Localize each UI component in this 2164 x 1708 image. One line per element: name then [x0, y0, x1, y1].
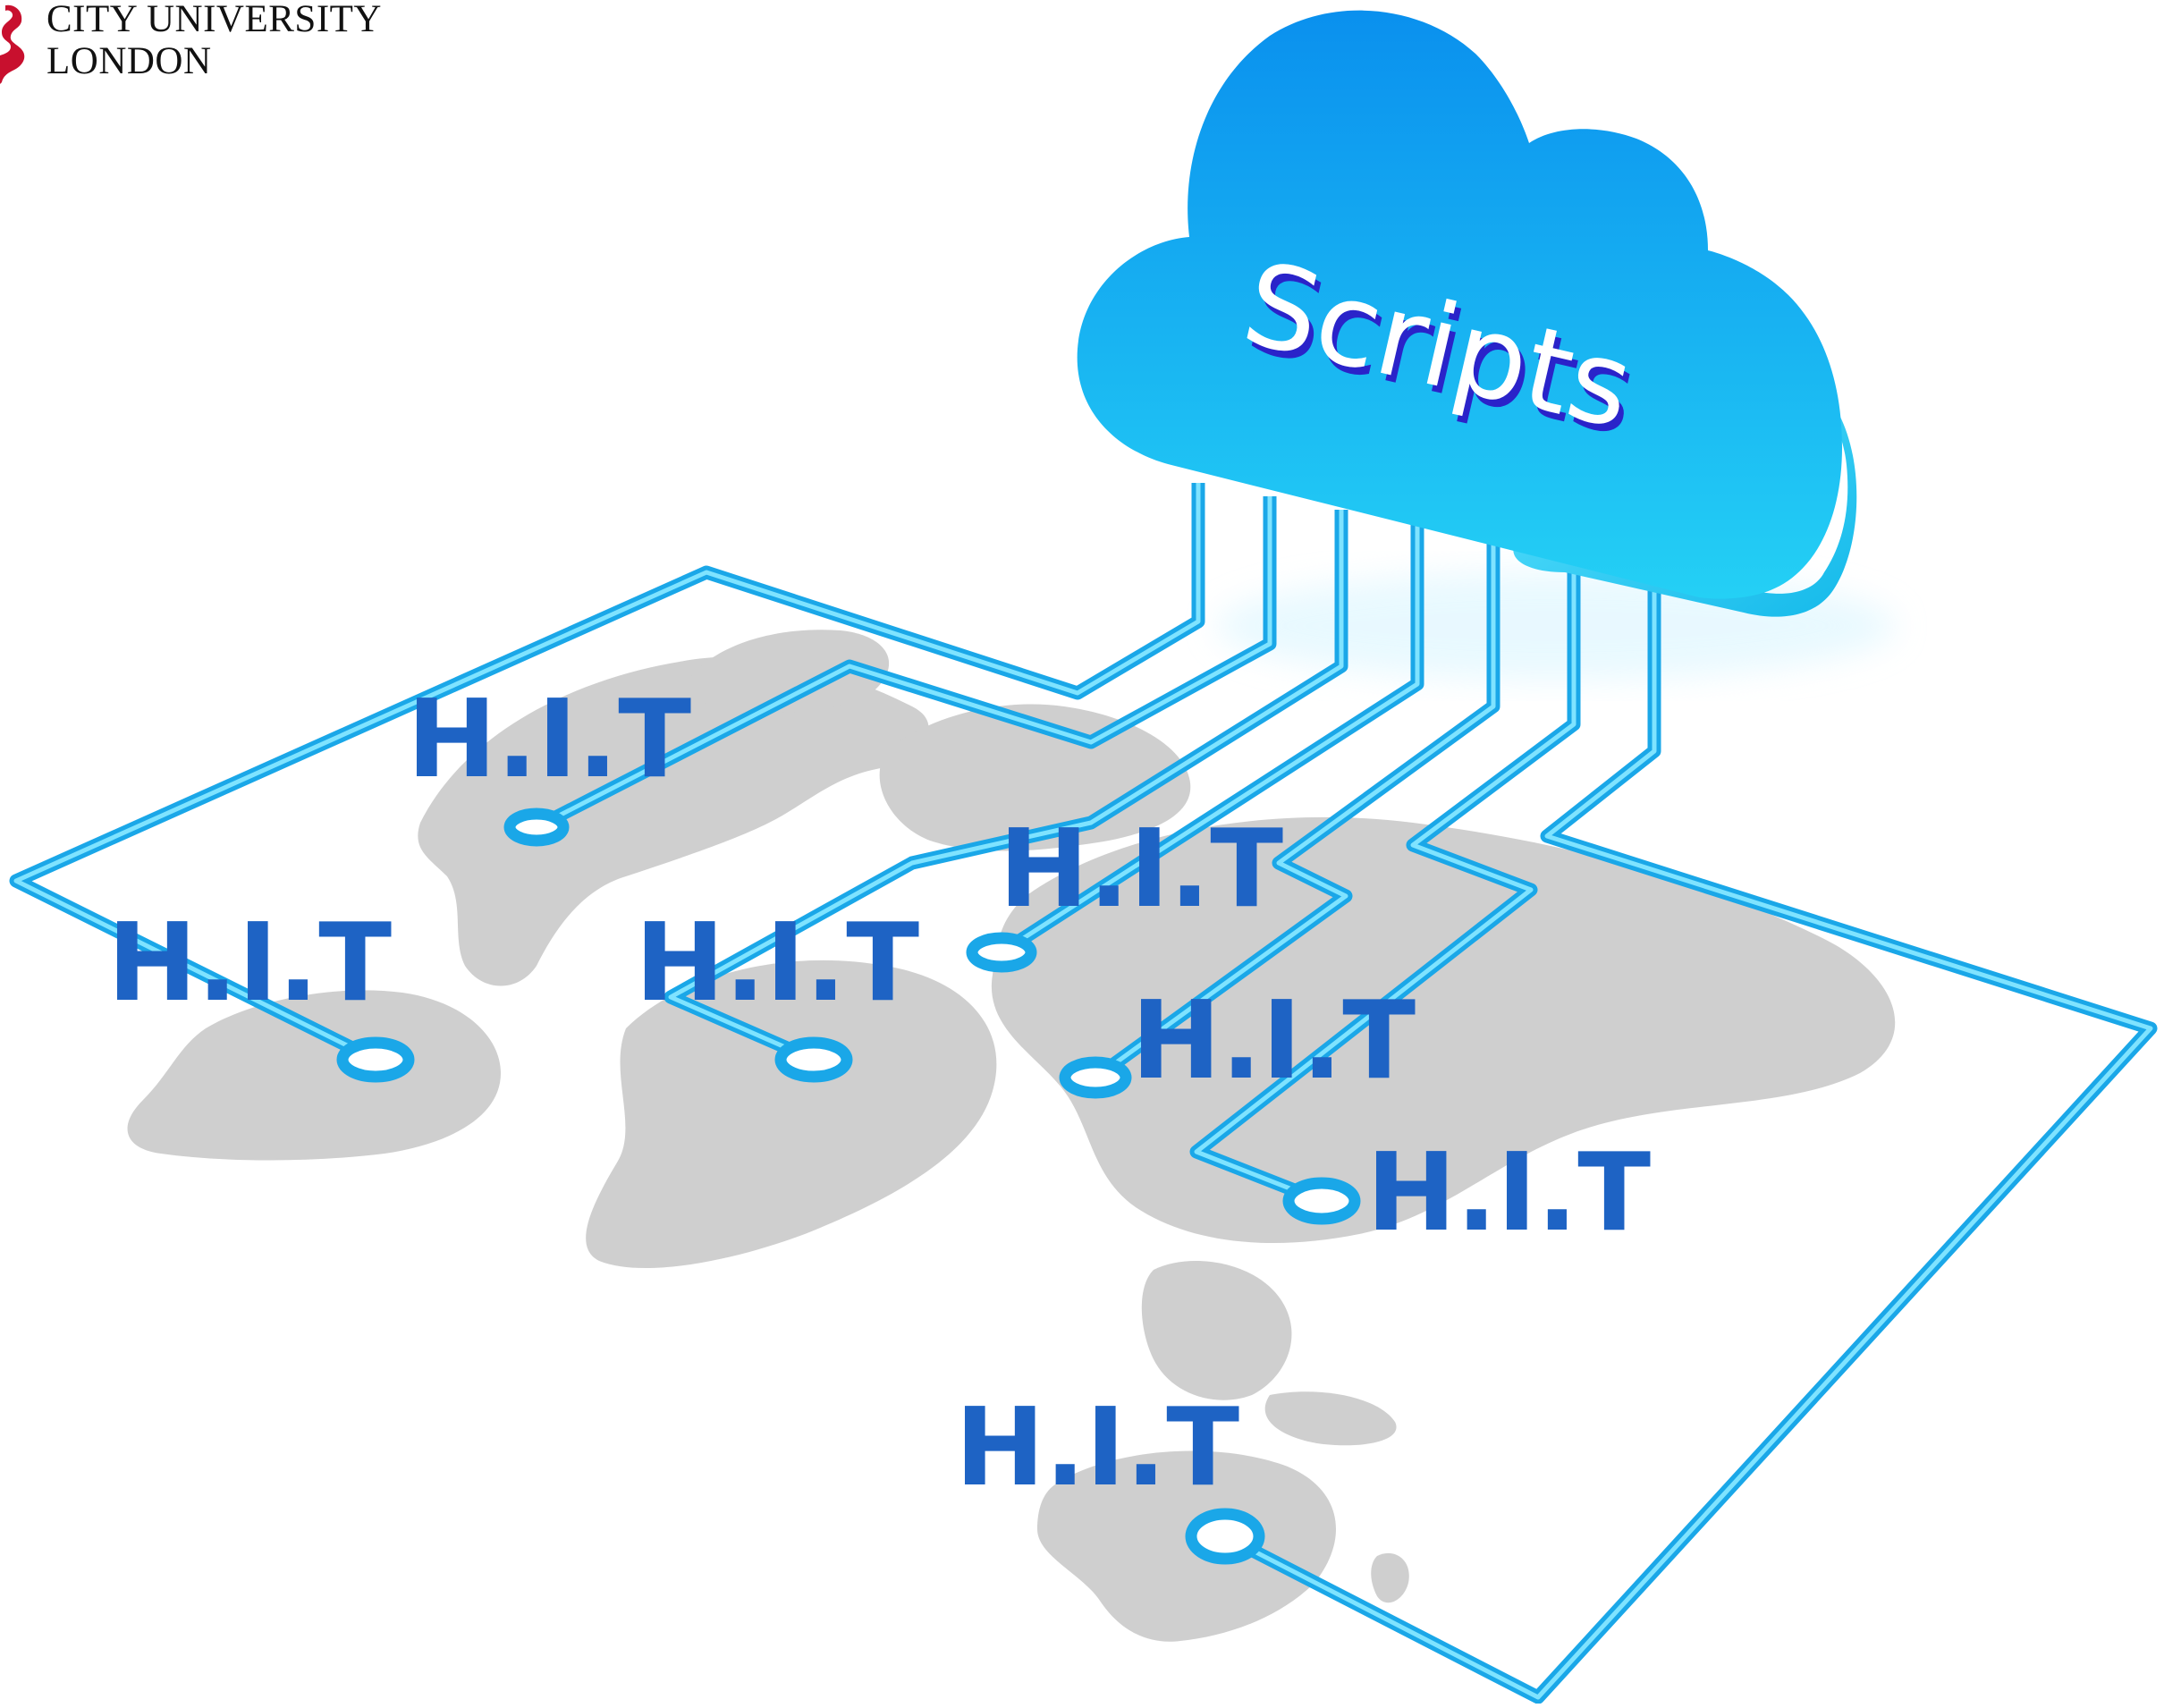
cloud-shadow — [1216, 572, 1896, 680]
cloud-icon — [1077, 10, 1857, 617]
indonesia-landmass — [1264, 1391, 1397, 1446]
node-ring-australia — [1185, 1508, 1265, 1565]
node-ring-north-america — [503, 807, 570, 847]
world-map — [127, 630, 1896, 1642]
wire-south-america-highlight — [13, 483, 1201, 1062]
node-endpoints — [336, 807, 1361, 1565]
south-america-landmass — [127, 990, 501, 1161]
connection-wires — [9, 483, 2158, 1704]
griffin-crest-icon — [0, 4, 25, 85]
australia-landmass — [1037, 1450, 1336, 1642]
university-logo: CITY UNIVERSITY LONDON — [0, 0, 411, 89]
node-label-australia: H.I.T — [955, 1386, 1239, 1510]
node-label-europe: H.I.T — [999, 807, 1283, 932]
node-ring-middle-east — [1059, 1056, 1132, 1099]
north-america-landmass — [418, 656, 929, 986]
node-label-asia: H.I.T — [1366, 1131, 1651, 1256]
node-label-north-america: H.I.T — [407, 678, 691, 802]
node-ring-south-america — [336, 1036, 415, 1083]
wire-asia-highlight — [1194, 550, 1577, 1204]
southeast-asia-landmass — [1141, 1261, 1292, 1400]
logo-text-line1: CITY UNIVERSITY — [46, 0, 382, 40]
node-labels: H.I.T H.I.T H.I.T H.I.T H.I.T H.I.T H.I.… — [107, 678, 1651, 1510]
wire-north-america-highlight — [535, 496, 1272, 830]
greenland-landmass — [687, 630, 890, 713]
wire-australia-highlight — [1223, 572, 2153, 1700]
new-zealand-landmass — [1371, 1552, 1409, 1603]
node-label-africa: H.I.T — [635, 901, 919, 1026]
wire-europe-highlight — [1000, 523, 1420, 955]
node-ring-europe — [966, 932, 1037, 973]
node-label-south-america: H.I.T — [107, 901, 392, 1026]
logo-text-line2: LONDON — [46, 40, 212, 82]
cloud-body — [1077, 10, 1842, 599]
node-label-middle-east: H.I.T — [1131, 979, 1416, 1103]
wire-africa-highlight — [668, 510, 1344, 1062]
node-ring-africa — [774, 1036, 853, 1083]
node-ring-asia — [1282, 1177, 1361, 1225]
africa-landmass — [586, 960, 997, 1269]
wire-middle-east-highlight — [1094, 537, 1496, 1080]
